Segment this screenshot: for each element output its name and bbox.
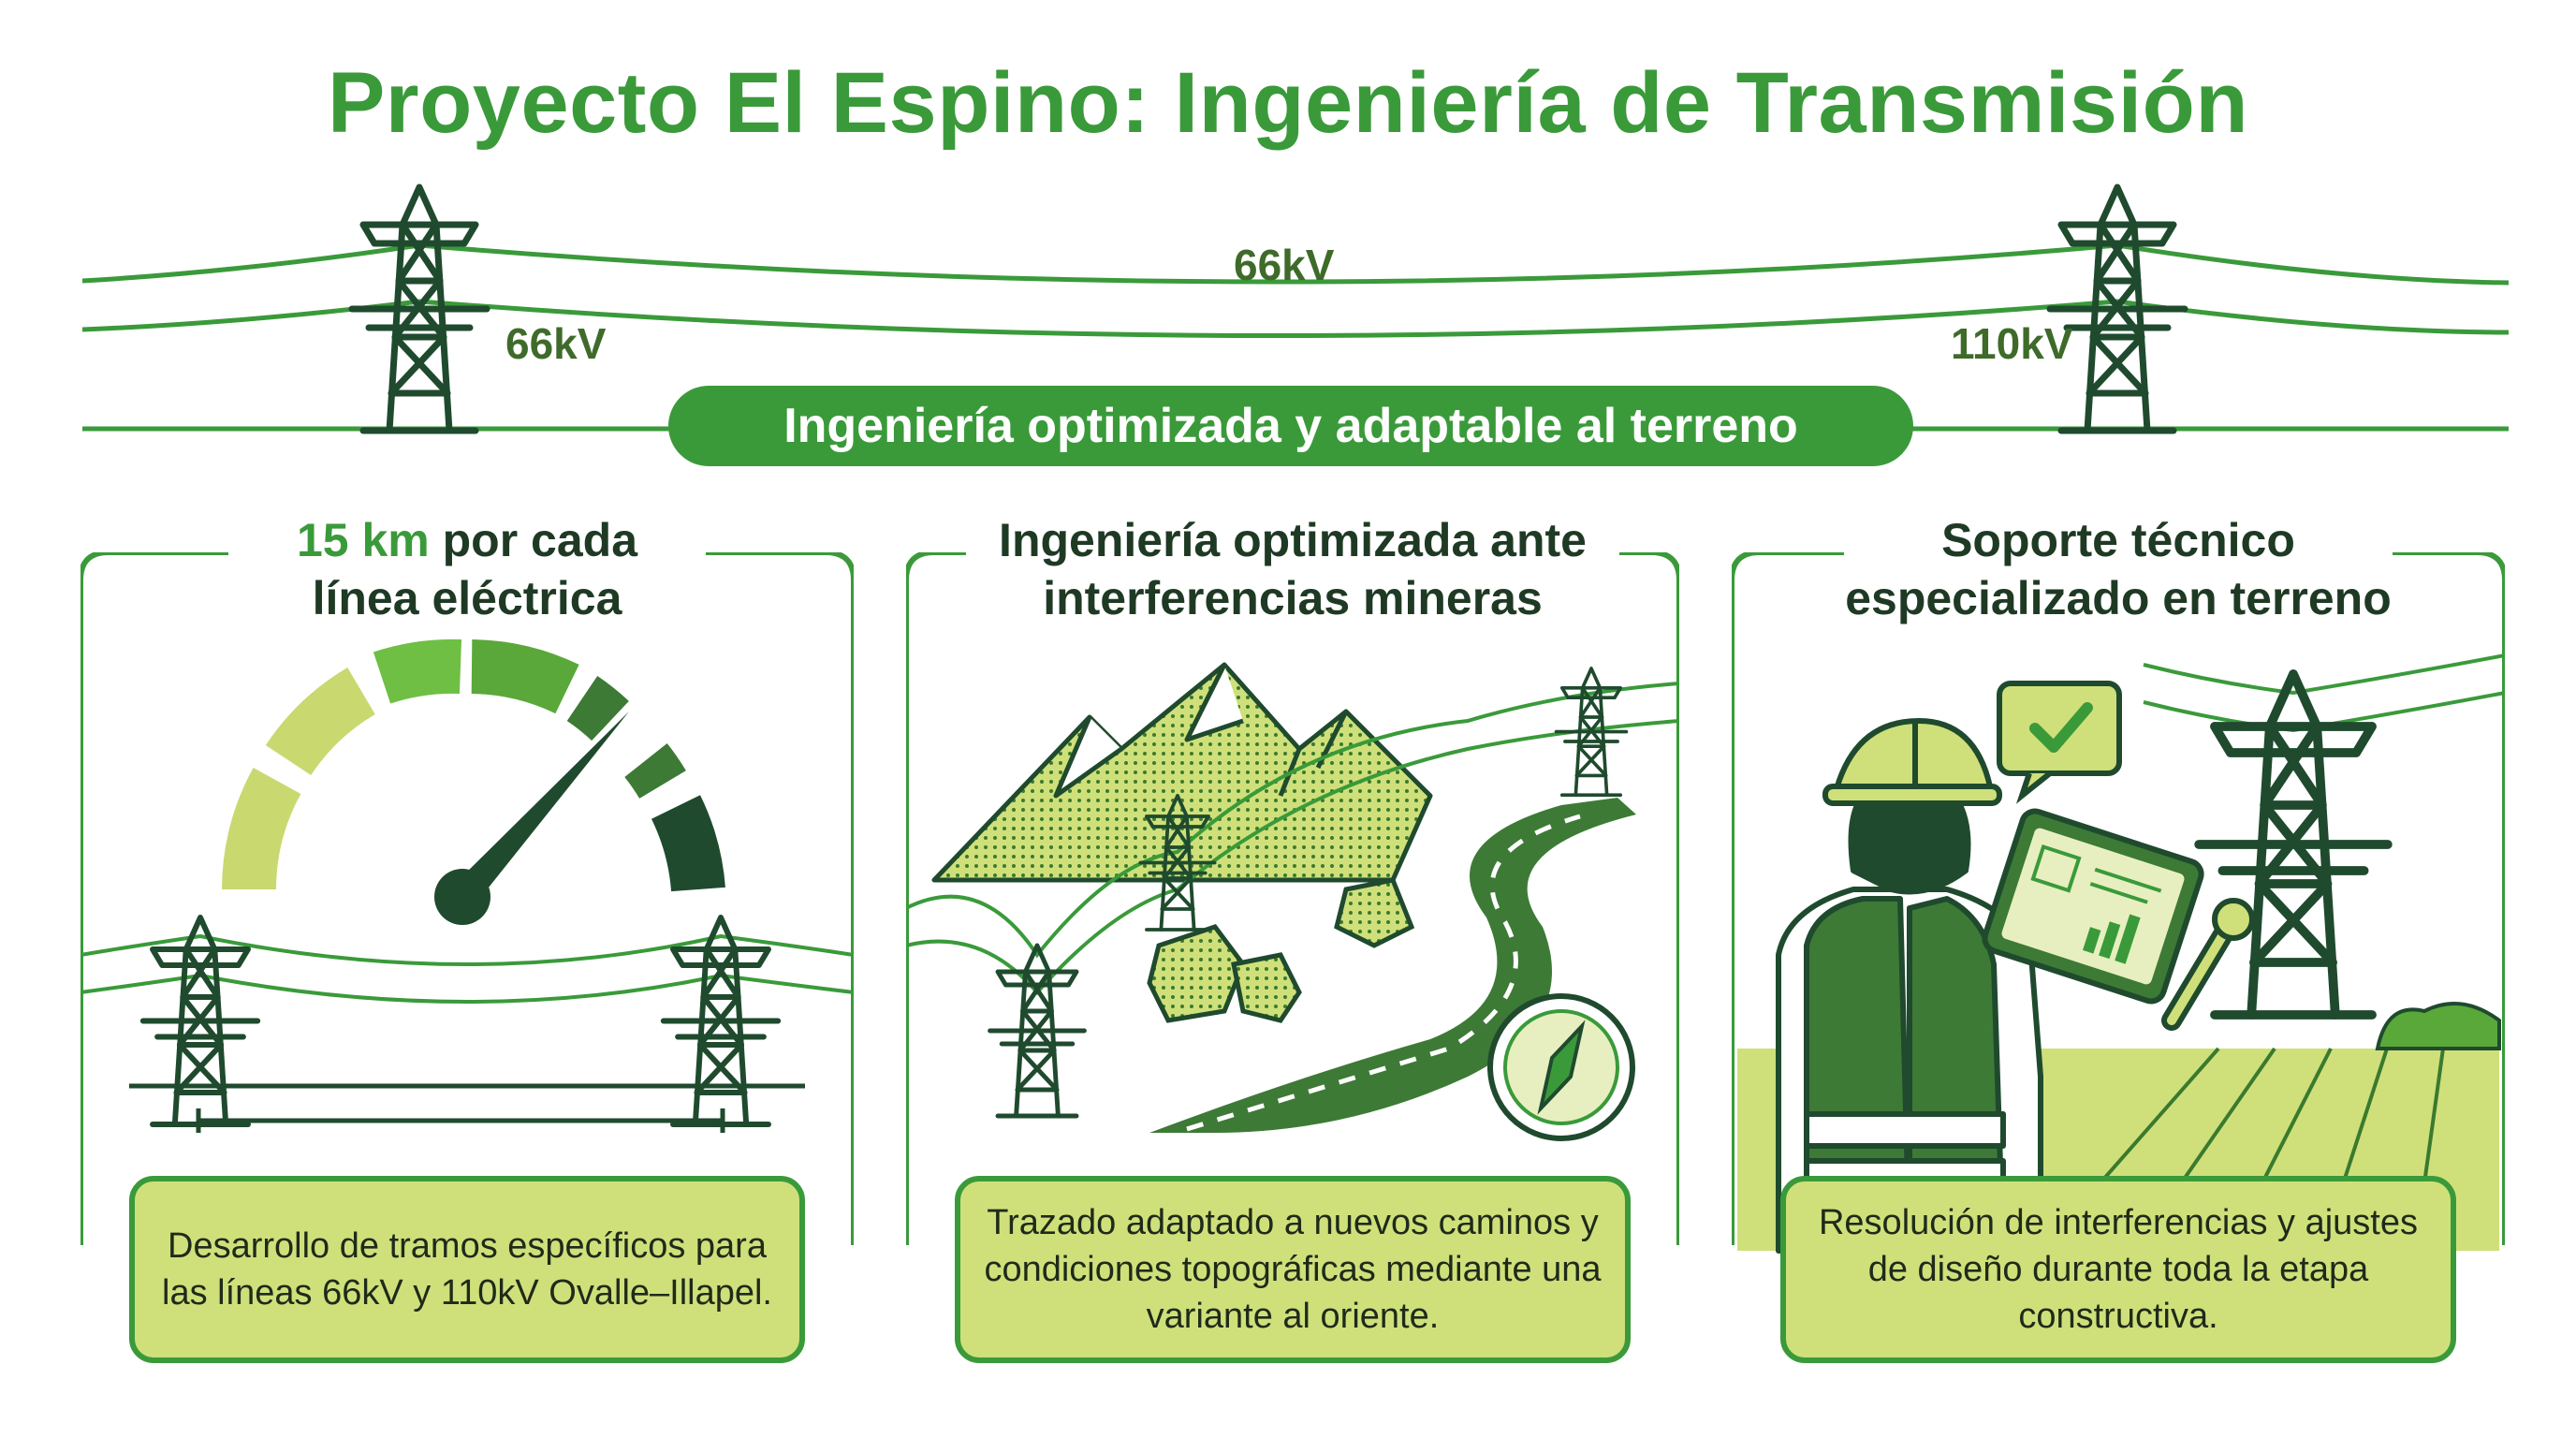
panel-caption: Trazado adaptado a nuevos caminos y cond… bbox=[955, 1176, 1631, 1363]
compass-icon bbox=[1487, 993, 1635, 1141]
voltage-label-left: 66kV bbox=[505, 319, 607, 368]
panel-distance: 15 km por cada línea eléctrica Desarroll… bbox=[80, 514, 854, 1363]
rocks-icon bbox=[1147, 877, 1415, 1023]
title-line2: especializado en terreno bbox=[1845, 572, 2392, 624]
transmission-tower-icon bbox=[1138, 794, 1217, 932]
tablet-icon bbox=[1982, 808, 2204, 1005]
voltage-label-right: 110kV bbox=[1951, 319, 2073, 368]
title-line2: línea eléctrica bbox=[312, 572, 622, 624]
panel-caption: Resolución de interferencias y ajustes d… bbox=[1780, 1176, 2456, 1363]
road-icon bbox=[1149, 798, 1636, 1133]
panel-frame bbox=[80, 552, 854, 1245]
panel-frame bbox=[1732, 552, 2505, 1254]
speedometer-icon bbox=[222, 638, 725, 925]
checkmark-icon bbox=[1997, 681, 2122, 804]
title-rest: por cada bbox=[429, 514, 638, 566]
transmission-tower-icon bbox=[664, 917, 778, 1124]
page-title: Proyecto El Espino: Ingeniería de Transm… bbox=[327, 55, 2249, 151]
title-line2: interferencias mineras bbox=[1043, 572, 1543, 624]
transmission-tower-icon bbox=[2199, 674, 2388, 1015]
banner: Ingeniería optimizada y adaptable al ter… bbox=[668, 386, 1913, 466]
panel-title: Soporte técnico especializado en terreno bbox=[1732, 511, 2505, 627]
panel-mining: Ingeniería optimizada ante interferencia… bbox=[906, 514, 1679, 1363]
title-highlight: 15 km bbox=[296, 514, 430, 566]
wrench-icon bbox=[2161, 898, 2255, 1031]
voltage-label-center: 66kV bbox=[1234, 241, 1335, 289]
panel-title: Ingeniería optimizada ante interferencia… bbox=[906, 511, 1679, 627]
transmission-tower-icon bbox=[143, 917, 257, 1124]
panel-caption: Desarrollo de tramos específicos para la… bbox=[129, 1176, 805, 1363]
panel-title: 15 km por cada línea eléctrica bbox=[80, 511, 854, 627]
panel-frame bbox=[906, 552, 1679, 1245]
panel-support: Soporte técnico especializado en terreno… bbox=[1732, 514, 2505, 1363]
transmission-tower-icon bbox=[990, 946, 1085, 1116]
transmission-tower-icon bbox=[1554, 667, 1629, 798]
transmission-tower-icon bbox=[2050, 187, 2185, 431]
transmission-tower-icon bbox=[352, 187, 487, 431]
engineer-icon bbox=[1776, 718, 2043, 1254]
title-line1: Ingeniería optimizada ante bbox=[999, 514, 1587, 566]
title-line1: Soporte técnico bbox=[1941, 514, 2295, 566]
